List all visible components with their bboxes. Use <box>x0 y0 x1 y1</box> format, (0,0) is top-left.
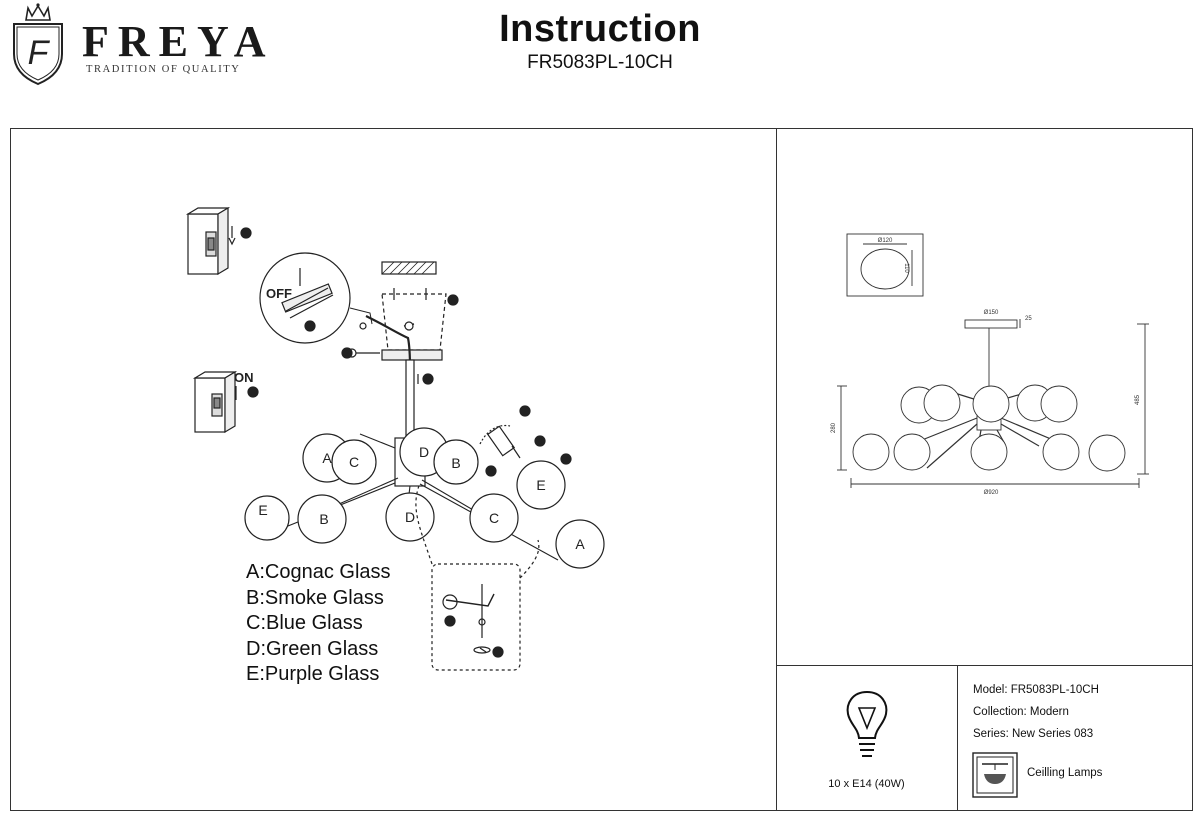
glass-label: B <box>319 511 328 527</box>
legend-item: D:Green Glass <box>246 637 379 660</box>
glass-label: D <box>419 444 429 460</box>
step-marker: 3 <box>444 615 456 627</box>
step-marker: 11 <box>560 453 572 465</box>
glass-label: E <box>536 477 545 493</box>
shade-height: 110 <box>903 263 909 273</box>
light-bulb-icon <box>846 690 888 757</box>
assembly-diagram: OFF A C D <box>185 206 605 671</box>
spec-model: Model: FR5083PL-10CH <box>973 684 1099 696</box>
step-marker: 5 <box>422 373 434 385</box>
wall-switch-off-icon <box>185 206 231 276</box>
glass-globe <box>385 492 435 542</box>
spec-category: Ceilling Lamps <box>1027 767 1103 779</box>
svg-text:12: 12 <box>248 388 258 398</box>
svg-text:2: 2 <box>488 467 493 477</box>
glass-globe <box>516 460 566 510</box>
shade-diameter: Ø120 <box>878 238 893 244</box>
wiring-detail-icon <box>259 252 373 344</box>
legend-item: A:Cognac Glass <box>246 561 391 583</box>
glass-globe <box>433 439 479 485</box>
total-height: 485 <box>1135 394 1141 405</box>
divider <box>957 665 959 811</box>
glass-label: B <box>451 455 460 471</box>
glass-label: D <box>405 509 415 525</box>
svg-text:11: 11 <box>561 455 570 465</box>
glass-globe <box>244 495 290 541</box>
bulb-spec: 10 x E14 (40W) <box>828 778 905 790</box>
svg-text:9: 9 <box>537 437 542 447</box>
svg-text:5: 5 <box>425 375 430 385</box>
step-marker: 2 <box>485 465 497 477</box>
glass-globe <box>469 493 519 543</box>
instruction-frame <box>10 128 1193 811</box>
glass-label: A <box>575 536 585 552</box>
glass-label: E <box>258 502 267 518</box>
svg-text:7: 7 <box>307 322 312 332</box>
step-marker: 8 <box>341 347 353 359</box>
canopy-diameter: Ø150 <box>984 310 999 316</box>
spec-series: Series: New Series 083 <box>973 728 1094 740</box>
svg-text:4: 4 <box>495 648 500 658</box>
glass-label: C <box>489 510 499 526</box>
brand-name: FREYA <box>82 17 275 66</box>
page-title: Instruction <box>499 8 701 50</box>
spec-collection: Collection: Modern <box>973 706 1069 718</box>
svg-text:1: 1 <box>243 229 248 239</box>
legend-item: C:Blue Glass <box>246 612 363 634</box>
svg-text:3: 3 <box>447 617 452 627</box>
glass-label: C <box>349 454 359 470</box>
legend-item: E:Purple Glass <box>246 663 380 685</box>
model-code: FR5083PL-10CH <box>527 52 673 73</box>
svg-text:F: F <box>28 34 51 72</box>
glass-globe <box>555 519 605 569</box>
freya-crest-icon: F <box>13 3 63 86</box>
divider <box>776 128 778 811</box>
brand-tagline: TRADITION OF QUALITY <box>86 64 241 75</box>
step-marker: 9 <box>534 435 546 447</box>
step-marker: 12 <box>247 386 259 398</box>
canopy-height: 25 <box>1025 316 1032 322</box>
wall-switch-on-icon <box>192 370 238 434</box>
step-marker: 10 <box>519 405 531 417</box>
step-marker: 6 <box>447 294 459 306</box>
ceiling-lamp-icon <box>972 752 1018 798</box>
step-marker: 7 <box>304 320 316 332</box>
dimension-drawing: Ø120 110 Ø150 25 485 280 Ø920 <box>831 233 1149 496</box>
glass-globe <box>297 494 347 544</box>
switch-on-label: ON <box>234 370 254 385</box>
glass-label: A <box>322 450 332 466</box>
glass-globe <box>331 439 377 485</box>
switch-off-label: OFF <box>266 286 292 301</box>
glass-legend: A:Cognac Glass B:Smoke Glass C:Blue Glas… <box>246 560 391 688</box>
brand-logo: F FREYA TRADITION OF QUALITY <box>6 2 276 86</box>
body-height: 280 <box>831 422 837 433</box>
svg-text:6: 6 <box>450 296 455 306</box>
svg-text:10: 10 <box>520 407 530 417</box>
svg-text:8: 8 <box>344 349 349 359</box>
divider <box>776 665 1193 667</box>
total-diameter: Ø920 <box>984 490 999 496</box>
step-marker: 4 <box>492 646 504 658</box>
legend-item: B:Smoke Glass <box>246 586 384 609</box>
step-marker: 1 <box>240 227 252 239</box>
